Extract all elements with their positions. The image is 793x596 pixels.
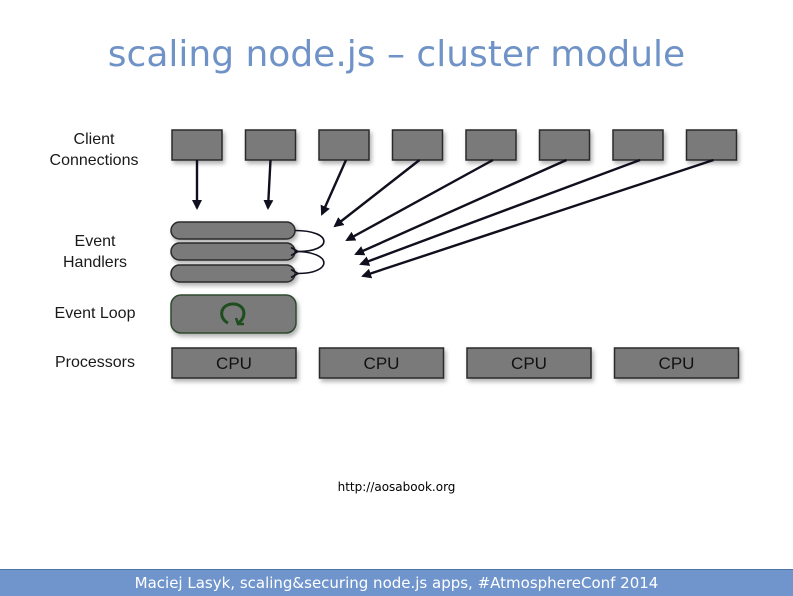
cpu-label: CPU xyxy=(216,354,252,373)
label-handlers: Handlers xyxy=(62,254,128,271)
client-connection-box xyxy=(612,129,664,161)
event-handler-pill xyxy=(170,242,296,261)
label-event-handlers: Event Handlers xyxy=(40,231,150,273)
cpu-label: CPU xyxy=(511,354,547,373)
processors-group: CPU CPU CPU CPU xyxy=(171,347,740,379)
cpu-label: CPU xyxy=(364,354,400,373)
client-connections-group xyxy=(171,129,738,161)
event-loop-box xyxy=(170,294,297,334)
connection-arrow xyxy=(354,158,567,256)
label-connections: Connections xyxy=(49,152,139,169)
cpu-box xyxy=(318,347,445,379)
client-connection-box xyxy=(465,129,517,161)
slide-title: scaling node.js – cluster module xyxy=(107,34,686,75)
slide-footer: Maciej Lasyk, scaling&securing node.js a… xyxy=(0,569,793,596)
refresh-loop-icon xyxy=(220,302,246,326)
connection-arrow xyxy=(320,159,348,216)
label-processors: Processors xyxy=(54,354,136,371)
connection-arrow xyxy=(359,158,641,266)
cpu-box xyxy=(466,347,592,379)
event-handler-pill xyxy=(170,264,296,283)
label-event: Event xyxy=(74,233,116,250)
label-client-connections: Client Connections xyxy=(38,129,150,171)
connection-arrow xyxy=(361,158,714,279)
cpu-label: CPU xyxy=(659,354,695,373)
connection-arrow xyxy=(333,159,421,228)
label-event-loop: Event Loop xyxy=(54,305,136,322)
event-loop-group xyxy=(170,294,297,334)
client-connection-box xyxy=(538,129,591,161)
cpu-box xyxy=(613,347,740,379)
client-connection-box xyxy=(244,129,297,161)
client-connection-box xyxy=(171,129,223,161)
client-connection-box xyxy=(685,129,738,161)
event-handlers-group xyxy=(170,221,325,283)
connection-arrow xyxy=(263,159,274,210)
cpu-box xyxy=(171,347,297,379)
client-connection-box xyxy=(391,129,444,161)
connection-arrows-group xyxy=(192,158,714,279)
source-link[interactable]: http://aosabook.org xyxy=(337,480,456,494)
connection-arrow xyxy=(345,158,494,242)
event-handler-pill xyxy=(170,221,296,240)
handler-chain-arrow xyxy=(295,250,325,274)
handler-chain-arrow xyxy=(295,229,325,252)
client-connection-box xyxy=(318,129,370,161)
label-client: Client xyxy=(73,131,115,148)
